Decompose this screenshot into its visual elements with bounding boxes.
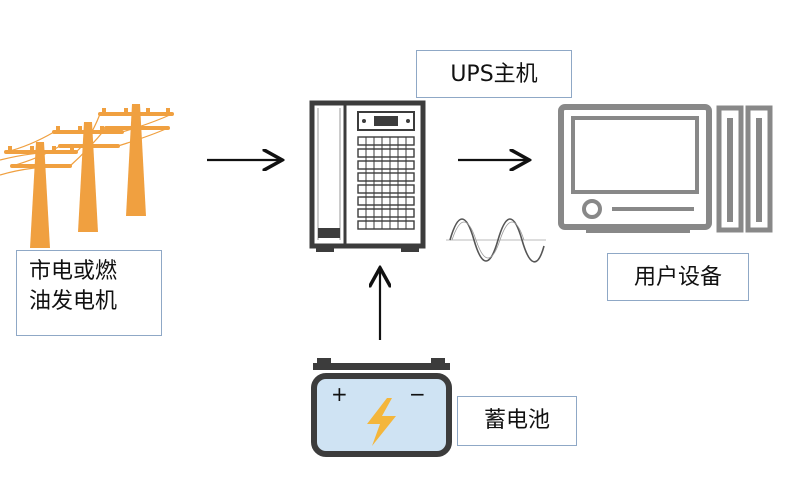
battery-plus-sign: + xyxy=(331,382,348,406)
lightning-icon xyxy=(367,398,396,446)
computer-icon xyxy=(558,104,773,233)
power-pole-icon xyxy=(0,104,174,248)
battery-icon xyxy=(311,358,452,457)
sine-wave-icon xyxy=(446,218,546,263)
battery-minus-sign: − xyxy=(409,382,426,406)
power-source-label-line2: 油发电机 xyxy=(29,288,118,314)
battery-label: 蓄电池 xyxy=(457,396,577,446)
user-equipment-label: 用户设备 xyxy=(607,253,749,301)
ups-host-label: UPS主机 xyxy=(416,50,572,98)
battery-label-text: 蓄电池 xyxy=(483,408,550,433)
power-source-label: 市电或燃 油发电机 xyxy=(16,250,162,336)
ups-cabinet-icon xyxy=(309,100,426,252)
ups-host-label-text: UPS主机 xyxy=(450,62,538,87)
user-equipment-label-text: 用户设备 xyxy=(633,265,722,290)
power-source-label-line1: 市电或燃 xyxy=(29,259,118,284)
